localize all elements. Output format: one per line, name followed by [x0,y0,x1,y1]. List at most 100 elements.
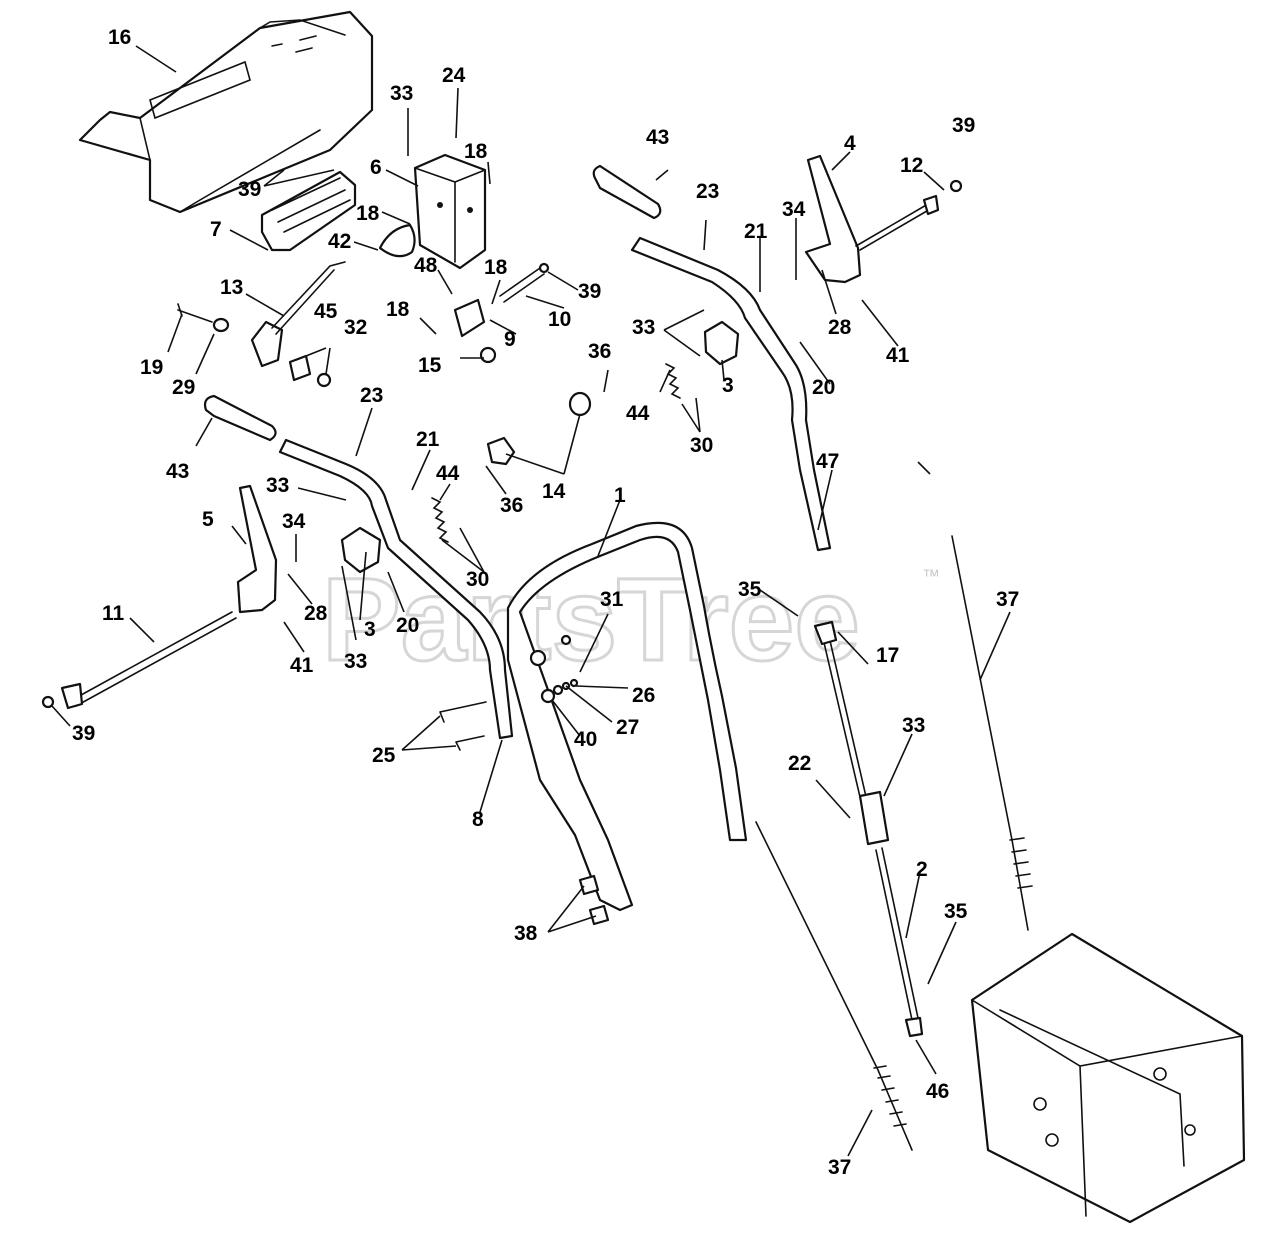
part-console-cover [78,10,374,214]
callout-18-d: 18 [386,298,410,321]
part-knob-42 [378,223,416,258]
part-handle-hardware [529,634,579,704]
callout-42: 42 [328,230,351,253]
part-upper-handle-right [630,236,832,552]
callout-48: 48 [414,254,438,277]
callout-45: 45 [314,300,338,323]
part-bracket-6 [413,153,487,270]
callout-16: 16 [108,26,131,49]
callout-30-right: 30 [690,434,713,457]
callout-40: 40 [574,728,597,751]
callout-36-bottom: 36 [500,494,523,517]
callout-47: 47 [816,450,839,473]
callout-33-left-b: 33 [344,650,367,673]
callout-20-right: 20 [812,376,835,399]
callout-3-right: 3 [722,374,734,397]
part-shift-rod [250,261,346,368]
callout-44-left: 44 [436,462,460,485]
callout-9: 9 [504,328,516,351]
callout-3-left: 3 [364,618,376,641]
callout-28-right: 28 [828,316,852,339]
callout-37-bottom: 37 [828,1156,851,1179]
part-spring-44-left [431,497,449,543]
callout-33-top: 33 [390,82,413,105]
callout-38: 38 [514,922,538,945]
callout-7: 7 [210,218,222,241]
part-switch-left [340,526,382,574]
callout-41-left: 41 [290,654,314,677]
callout-15: 15 [418,354,442,377]
callout-labels: 16 24 33 18 6 39 18 7 42 48 18 39 10 18 … [72,26,1019,1179]
callout-13: 13 [220,276,243,299]
callout-43-left: 43 [166,460,189,483]
callout-10: 10 [548,308,571,331]
callout-43-right: 43 [646,126,669,149]
part-grip-right [592,164,662,220]
part-bolts-38 [578,874,610,926]
callout-36-top: 36 [588,340,611,363]
part-control-rods [813,620,924,1038]
part-grip-left [203,394,277,442]
callout-30-left: 30 [466,568,489,591]
callout-39-c: 39 [952,114,975,137]
callout-33-right: 33 [632,316,655,339]
callout-23-left: 23 [360,384,383,407]
part-bracket-4 [804,154,862,284]
part-switch-right [703,320,740,366]
callout-5: 5 [202,508,214,531]
callout-26: 26 [632,684,655,707]
callout-44-right: 44 [626,402,650,425]
callout-37-right: 37 [996,588,1019,611]
callout-31: 31 [600,588,624,611]
callout-35-bottom: 35 [944,900,968,923]
watermark-trademark: ™ [922,566,940,586]
callout-34-left: 34 [282,510,306,533]
callout-8: 8 [472,808,484,831]
part-bracket-5 [236,484,278,614]
callout-4: 4 [844,132,856,155]
part-main-handle [506,521,748,912]
callout-18-c: 18 [484,256,508,279]
callout-27: 27 [616,716,639,739]
callout-41-right: 41 [886,344,910,367]
callout-21-right: 21 [744,220,768,243]
callout-6: 6 [370,156,382,179]
callout-35-top: 35 [738,578,762,601]
leader-lines [51,45,1011,1157]
callout-33-left-a: 33 [266,474,289,497]
part-14-collar-a [486,436,516,466]
callout-20-left: 20 [396,614,419,637]
callout-25: 25 [372,744,396,767]
part-cables-37 [755,535,1033,1151]
callout-34-right: 34 [782,198,806,221]
callout-19: 19 [140,356,163,379]
callout-2: 2 [916,858,928,881]
part-rods [41,179,963,710]
part-bolts-25 [439,701,487,751]
watermark-text: PartsTree [322,554,860,686]
callout-21-left: 21 [416,428,440,451]
callout-18-b: 18 [356,202,380,225]
callout-29: 29 [172,376,195,399]
callout-17: 17 [876,644,899,667]
callout-11: 11 [102,602,125,625]
part-panel-plate [260,170,357,252]
callout-39-b: 39 [578,280,601,303]
callout-22: 22 [788,752,811,775]
callout-23-right: 23 [696,180,719,203]
part-14-collar-b [568,391,592,417]
callout-24: 24 [442,64,466,87]
part-spring-44-right [665,363,681,399]
callout-14: 14 [542,480,566,503]
part-upper-handle-left [278,438,514,740]
callout-39-d: 39 [72,722,95,745]
callout-12: 12 [900,154,923,177]
part-housing [970,932,1246,1224]
callout-46: 46 [926,1080,949,1103]
callout-39-a: 39 [238,178,261,201]
callout-18-a: 18 [464,140,488,163]
callout-32: 32 [344,316,367,339]
callout-1: 1 [614,484,626,507]
callout-28-left: 28 [304,602,328,625]
